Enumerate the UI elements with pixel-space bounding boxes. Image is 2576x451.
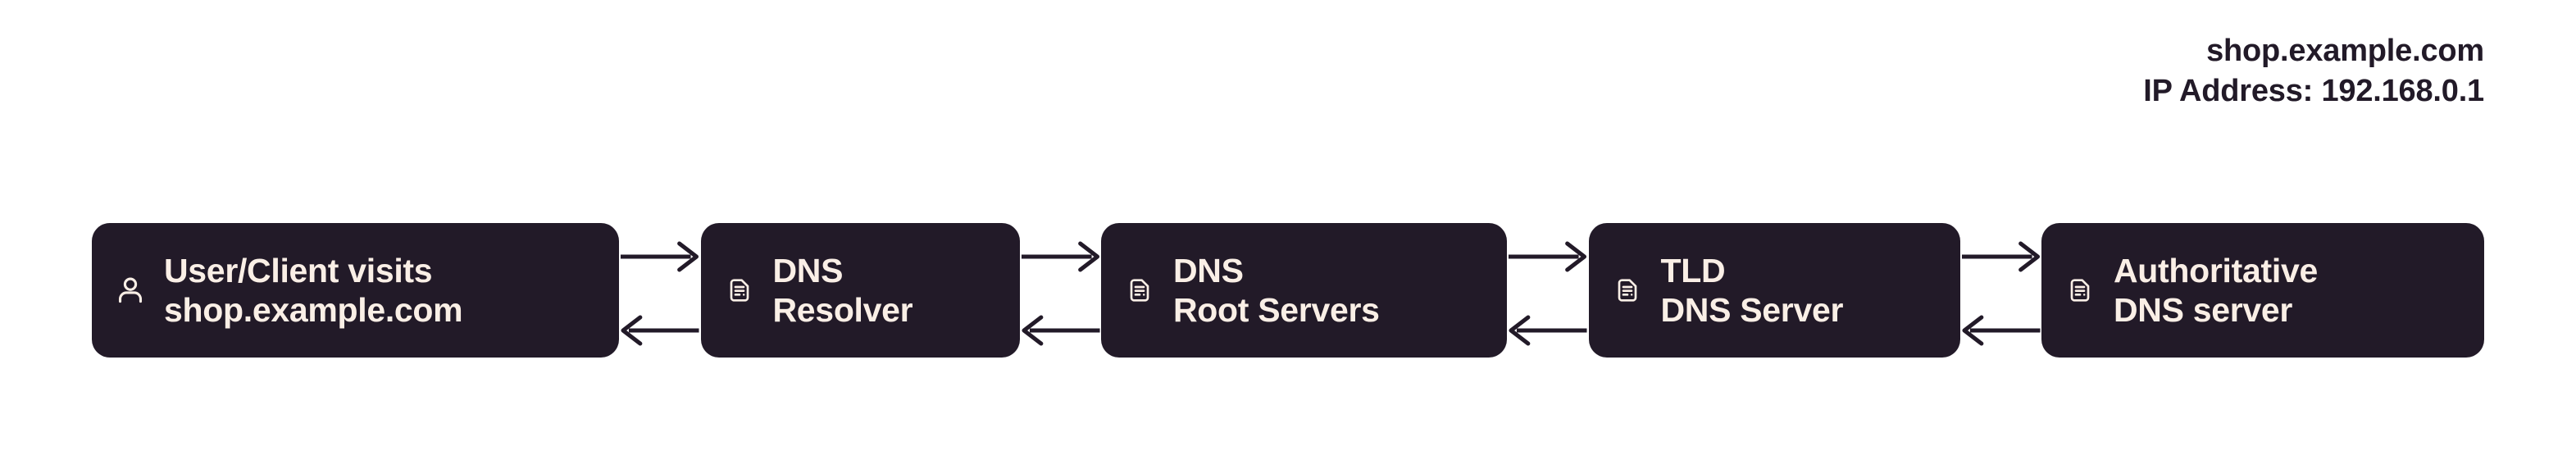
dns-flow-row: User/Client visits shop.example.com xyxy=(92,223,2484,358)
left-arrow-icon xyxy=(1507,313,1589,348)
flow-node-label: User/Client visits shop.example.com xyxy=(164,251,463,329)
right-arrow-icon xyxy=(619,239,701,274)
right-arrow-icon xyxy=(1020,239,1102,274)
connector-dns-root-servers-to-tld-dns-server xyxy=(1507,223,1589,358)
left-arrow-icon xyxy=(619,313,701,348)
left-arrow-icon xyxy=(1960,313,2042,348)
flow-node-label: DNS Root Servers xyxy=(1173,251,1380,329)
annotation-domain: shop.example.com xyxy=(2206,34,2484,68)
flow-node-dns-resolver[interactable]: DNS Resolver xyxy=(700,223,1020,358)
flow-node-label: Authoritative DNS server xyxy=(2114,251,2318,329)
connector-tld-dns-server-to-authoritative-dns-server xyxy=(1960,223,2042,358)
flow-node-label: DNS Resolver xyxy=(772,251,913,329)
flow-node-dns-root-servers[interactable]: DNS Root Servers xyxy=(1101,223,1507,358)
connector-dns-resolver-to-dns-root-servers xyxy=(1020,223,1102,358)
resolved-address-annotation: shop.example.com IP Address: 192.168.0.1 xyxy=(2143,31,2484,111)
server-icon xyxy=(721,271,758,309)
flow-node-tld-dns-server[interactable]: TLD DNS Server xyxy=(1588,223,1960,358)
right-arrow-icon xyxy=(1507,239,1589,274)
annotation-ip-address: IP Address: 192.168.0.1 xyxy=(2143,73,2484,108)
server-icon xyxy=(1609,271,1646,309)
server-icon xyxy=(1121,271,1158,309)
person-icon xyxy=(112,271,149,309)
connector-user-client-to-dns-resolver xyxy=(619,223,701,358)
flow-node-label: TLD DNS Server xyxy=(1660,251,1844,329)
flow-node-user-client[interactable]: User/Client visits shop.example.com xyxy=(92,223,619,358)
left-arrow-icon xyxy=(1020,313,1102,348)
right-arrow-icon xyxy=(1960,239,2042,274)
flow-node-authoritative-dns-server[interactable]: Authoritative DNS server xyxy=(2041,223,2484,358)
server-icon xyxy=(2061,271,2099,309)
